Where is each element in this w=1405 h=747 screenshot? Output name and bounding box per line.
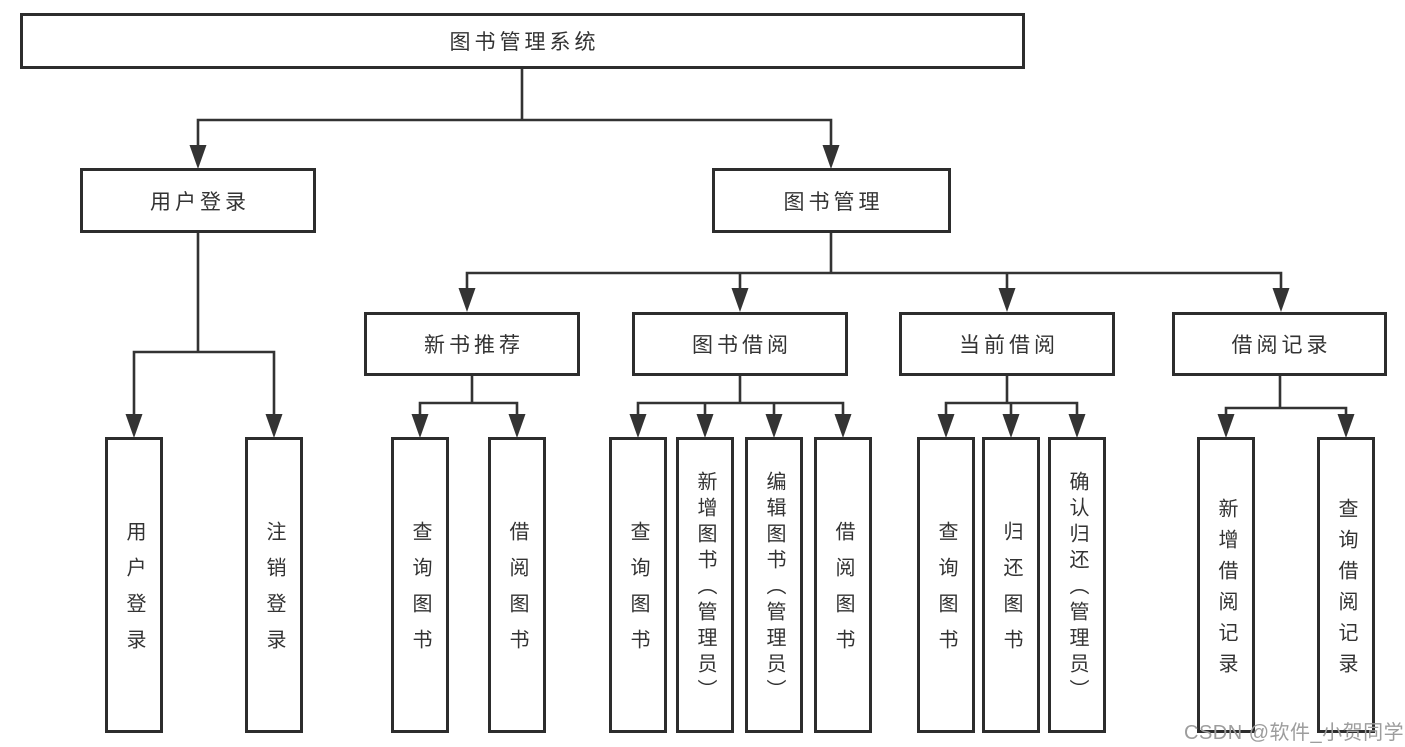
node-label: 当前借阅 — [959, 334, 1059, 357]
leaf-query-books-borrowing: 查询图书 — [609, 437, 667, 733]
node-book-management: 图书管理 — [712, 168, 951, 233]
arrowhead — [937, 414, 955, 438]
leaf-query-borrow-record: 查询借阅记录 — [1317, 437, 1375, 733]
leaf-logout: 注销登录 — [245, 437, 303, 733]
arrowhead — [265, 414, 283, 438]
node-book-borrowing: 图书借阅 — [632, 312, 848, 376]
connector-book-mgmt-split — [465, 231, 1283, 295]
arrowhead — [696, 414, 714, 438]
leaf-borrow-books-borrowing: 借阅图书 — [814, 437, 872, 733]
node-label: 借阅图书 — [832, 521, 854, 665]
leaf-user-login: 用户登录 — [105, 437, 163, 733]
node-label: 新增借阅记录 — [1215, 497, 1237, 684]
node-label: 新书推荐 — [424, 334, 524, 357]
node-label: 新增图书（管理员） — [694, 471, 716, 705]
connector-root-split — [196, 67, 833, 152]
node-borrowing-records: 借阅记录 — [1172, 312, 1387, 376]
arrowhead — [765, 414, 783, 438]
arrowhead — [834, 414, 852, 438]
node-label: 归还图书 — [1000, 521, 1022, 665]
node-new-book-recommendation: 新书推荐 — [364, 312, 580, 376]
node-label: 编辑图书（管理员） — [763, 471, 785, 705]
arrowhead — [629, 414, 647, 438]
arrowhead — [458, 288, 476, 312]
node-label: 用户登录 — [150, 190, 250, 214]
arrowhead — [508, 414, 526, 438]
node-label: 注销登录 — [263, 521, 285, 665]
node-label: 图书管理系统 — [449, 31, 600, 54]
arrowhead — [189, 145, 207, 169]
node-label: 图书借阅 — [692, 334, 792, 357]
arrowhead — [822, 145, 840, 169]
node-label: 查询图书 — [627, 521, 649, 665]
leaf-query-books-recommendation: 查询图书 — [391, 437, 449, 733]
node-current-borrowing: 当前借阅 — [899, 312, 1115, 376]
node-label: 查询图书 — [409, 521, 431, 665]
arrowhead — [731, 288, 749, 312]
leaf-edit-books-admin: 编辑图书（管理员） — [745, 437, 803, 733]
arrowhead — [1002, 414, 1020, 438]
leaf-add-borrow-record: 新增借阅记录 — [1197, 437, 1255, 733]
node-library-management-system: 图书管理系统 — [20, 13, 1025, 69]
node-label: 确认归还（管理员） — [1066, 471, 1088, 705]
leaf-query-books-current: 查询图书 — [917, 437, 975, 733]
leaf-add-books-admin: 新增图书（管理员） — [676, 437, 734, 733]
node-label: 借阅图书 — [506, 521, 528, 665]
node-user-login: 用户登录 — [80, 168, 316, 233]
node-label: 用户登录 — [123, 521, 145, 665]
connector-current-borrow-split — [944, 374, 1079, 421]
arrowhead — [1337, 414, 1355, 438]
arrowhead — [411, 414, 429, 438]
node-label: 图书管理 — [783, 190, 884, 214]
arrowhead — [1217, 414, 1235, 438]
arrowhead — [1272, 288, 1290, 312]
connector-user-login-split — [132, 231, 276, 421]
connector-borrow-records-split — [1224, 374, 1348, 421]
arrowhead — [125, 414, 143, 438]
watermark: CSDN @软件_小贺同学 — [1184, 722, 1405, 744]
leaf-confirm-return-admin: 确认归还（管理员） — [1048, 437, 1106, 733]
node-label: 查询借阅记录 — [1335, 497, 1357, 684]
node-label: 查询图书 — [935, 521, 957, 665]
connector-book-borrow-split — [636, 374, 845, 421]
node-label: 借阅记录 — [1231, 334, 1332, 357]
leaf-return-books: 归还图书 — [982, 437, 1040, 733]
arrowhead — [1068, 414, 1086, 438]
arrowhead — [998, 288, 1016, 312]
leaf-borrow-books-recommendation: 借阅图书 — [488, 437, 546, 733]
connector-new-book-split — [418, 374, 519, 421]
